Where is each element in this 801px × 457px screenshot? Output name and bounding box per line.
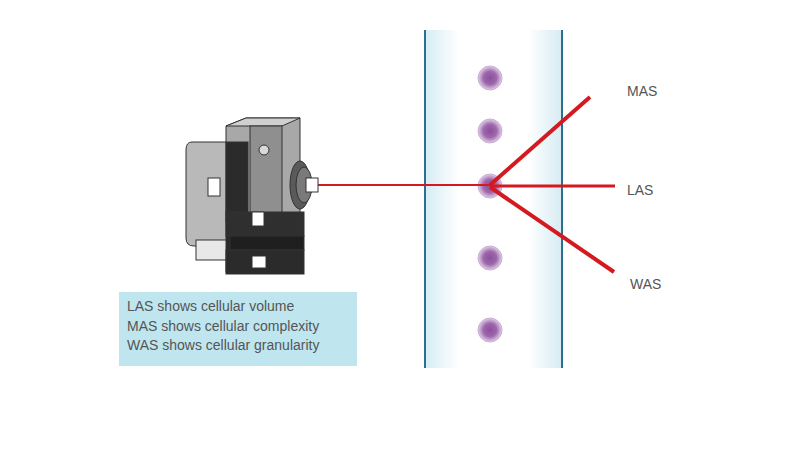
light-beams <box>316 97 615 272</box>
scatter-label: WAS <box>630 276 661 292</box>
flow-cell-wall <box>561 30 563 368</box>
box-text: WAS shows cellular granularity <box>127 336 349 356</box>
cells <box>478 66 502 342</box>
scatter-label: LAS <box>627 182 653 198</box>
box-text: LAS shows cellular volume <box>127 297 349 317</box>
scatter-label: MAS <box>627 83 657 99</box>
flow-cell <box>425 30 562 368</box>
laser-device <box>186 118 318 274</box>
flow-cell-wall <box>424 30 426 368</box>
info-box: LAS shows cellular volumeMAS shows cellu… <box>119 292 357 366</box>
box-text: MAS shows cellular complexity <box>127 317 349 337</box>
